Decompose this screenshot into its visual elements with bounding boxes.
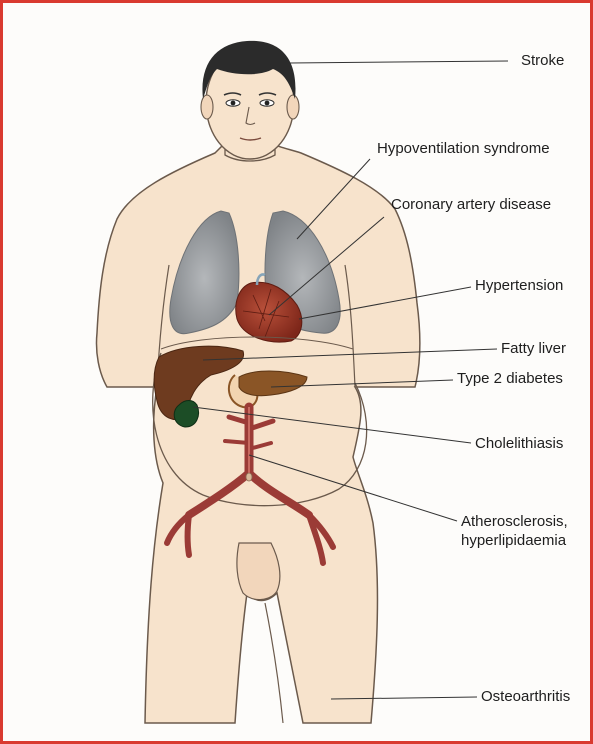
label-atherosclerosis: Atherosclerosis, [461, 512, 568, 531]
label-hypertension: Hypertension [475, 276, 563, 295]
label-fatty-liver: Fatty liver [501, 339, 566, 358]
ear-left [201, 95, 213, 119]
label-osteoarthritis: Osteoarthritis [481, 687, 570, 706]
navel [246, 473, 252, 481]
ear-right [287, 95, 299, 119]
label-type-2-diabetes: Type 2 diabetes [457, 369, 563, 388]
pubic-outline [237, 543, 280, 600]
label-stroke: Stroke [521, 51, 564, 70]
leg-line [265, 603, 283, 723]
label-coronary-artery-disease: Coronary artery disease [391, 195, 551, 214]
label-cholelithiasis: Cholelithiasis [475, 434, 563, 453]
leader-stroke [290, 61, 508, 63]
label-hyperlipidaemia: hyperlipidaemia [461, 531, 566, 550]
body-silhouette [96, 143, 419, 723]
label-hypoventilation-syndrome: Hypoventilation syndrome [377, 139, 550, 158]
